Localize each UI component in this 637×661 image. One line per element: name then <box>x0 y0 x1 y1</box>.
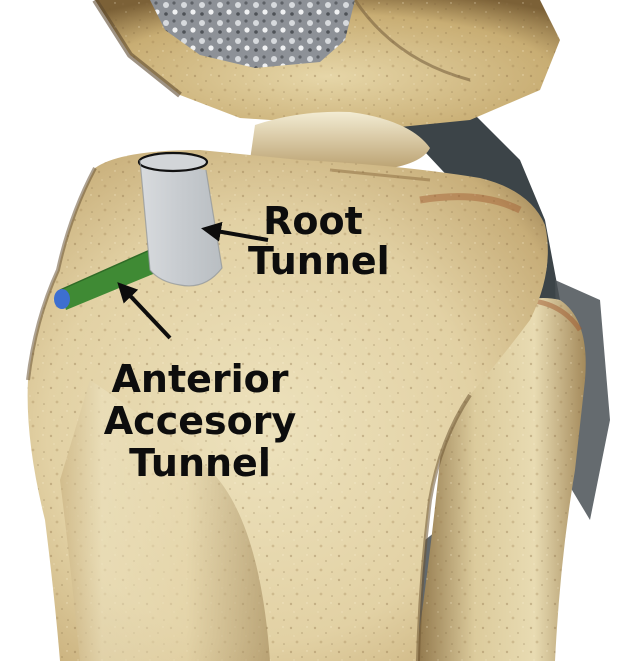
root-tunnel-label-line2: Tunnel <box>248 242 378 282</box>
accessory-tunnel-aperture <box>54 289 70 309</box>
anterior-accessory-tunnel-label: Anterior Accesory Tunnel <box>80 358 320 485</box>
root-tunnel-label-line1: Root <box>248 202 378 242</box>
accessory-tunnel-label-line1: Anterior <box>80 358 320 400</box>
root-tunnel-label: Root Tunnel <box>248 202 378 282</box>
accessory-tunnel-label-line3: Tunnel <box>80 442 320 484</box>
root-tunnel-aperture <box>139 153 207 171</box>
accessory-tunnel-label-line2: Accesory <box>80 400 320 442</box>
